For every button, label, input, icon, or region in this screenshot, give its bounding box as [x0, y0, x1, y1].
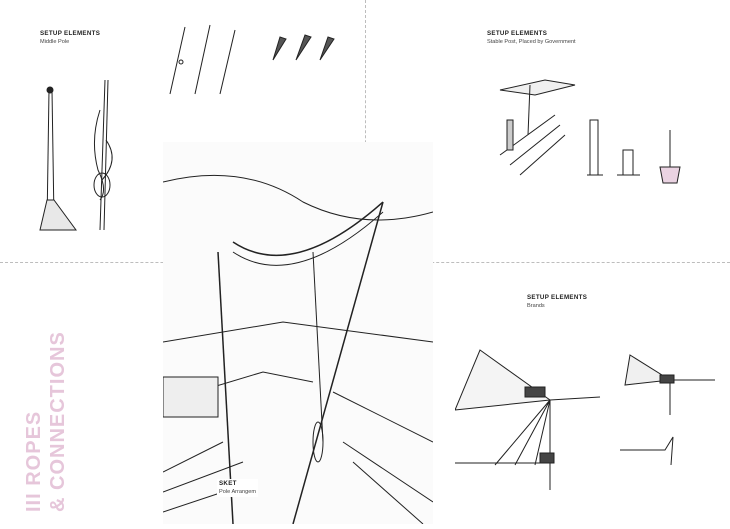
pole-arrangement-drawing: [162, 174, 434, 525]
brands-caption: Brands: [527, 303, 545, 309]
stable-post-sketch: [499, 79, 681, 184]
section-title-line1: III ROPES: [23, 411, 45, 512]
stable-post-label: SETUP ELEMENTS Stable Post, Placed by Go…: [487, 30, 576, 46]
section-title: III ROPES & CONNECTIONS: [0, 300, 80, 520]
pole-arrangement-sketch: [162, 142, 434, 525]
brands-label: SETUP ELEMENTS Brands: [527, 294, 587, 310]
section-title-line2: & CONNECTIONS: [47, 331, 69, 512]
stakes-sketch: [169, 24, 236, 95]
stable-post-caption: Stable Post, Placed by Government: [487, 39, 576, 45]
brands-heading: SETUP ELEMENTS: [527, 294, 588, 301]
pegs-sketch: [272, 34, 335, 61]
brands-sketch-small: [620, 354, 715, 465]
sketch-label: SKET Pole Arrangem: [217, 479, 259, 497]
middle-pole-label: SETUP ELEMENTS Middle Pole: [40, 30, 100, 46]
section-title-svg: III ROPES & CONNECTIONS: [23, 331, 69, 512]
middle-pole-caption: Middle Pole: [40, 39, 70, 45]
sketch-caption: Pole Arrangem: [219, 489, 257, 495]
middle-pole-sketch: [39, 80, 113, 231]
stable-post-heading: SETUP ELEMENTS: [487, 30, 548, 37]
brands-sketch-large: [455, 349, 601, 490]
middle-pole-heading: SETUP ELEMENTS: [40, 30, 101, 37]
sketch-heading: SKET: [219, 480, 237, 487]
